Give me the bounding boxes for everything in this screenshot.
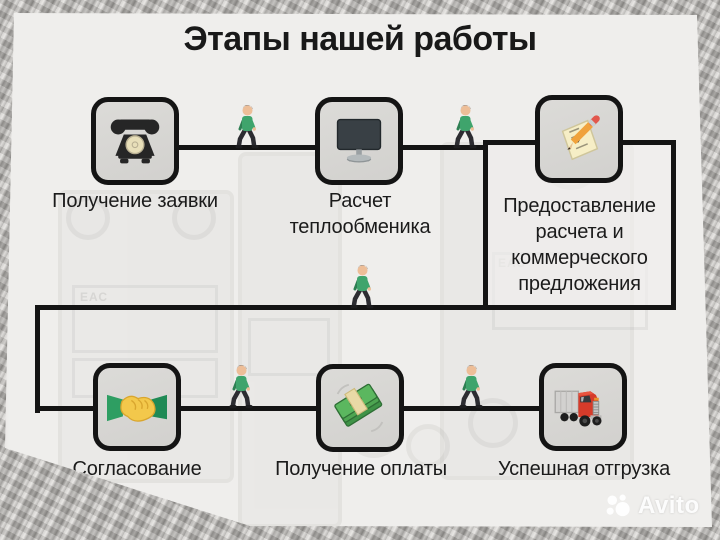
- background-photo-port: [172, 196, 216, 240]
- background-photo-marking: ЕАС: [80, 290, 109, 304]
- connector-line: [400, 406, 544, 411]
- stage-1-box: [91, 97, 179, 185]
- stage-4-box: [93, 363, 181, 451]
- avito-watermark: Avito: [604, 492, 700, 520]
- connector-line: [35, 406, 98, 411]
- background-photo-port: [66, 196, 110, 240]
- walking-person-icon: [233, 103, 261, 149]
- stage-6-label: Успешная отгрузка: [497, 458, 671, 480]
- stage-5-box: [316, 364, 404, 452]
- background-photo-sticker: [248, 318, 330, 376]
- avito-watermark-text: Avito: [638, 492, 700, 519]
- stage-3-label: Предоставление расчета и коммерческого п…: [503, 195, 656, 295]
- note-pencil-icon: [561, 115, 600, 161]
- money-icon: [334, 383, 384, 433]
- stage-5-label: Получение оплаты: [275, 458, 447, 480]
- connector-line: [400, 145, 488, 150]
- connector-line: [35, 305, 40, 413]
- stage-2-box: [315, 97, 403, 185]
- stage-4-label: Согласование: [72, 458, 202, 480]
- stage-6-box: [539, 363, 627, 451]
- stage-3-box: [535, 95, 623, 183]
- walking-person-icon: [348, 263, 376, 309]
- stage-2-label: Расчет теплообменика: [289, 190, 431, 238]
- walking-person-icon: [451, 103, 479, 149]
- connector-line: [35, 305, 490, 310]
- phone-icon: [110, 119, 160, 164]
- connector-line: [175, 145, 320, 150]
- walking-person-icon: [227, 363, 255, 409]
- background-photo-port: [406, 424, 450, 468]
- connector-line: [176, 406, 321, 411]
- truck-icon: [554, 390, 602, 427]
- handshake-icon: [107, 394, 167, 422]
- avito-logo-icon: [606, 494, 630, 516]
- walking-person-icon: [457, 363, 485, 409]
- page-title: Этапы нашей работы: [183, 20, 537, 58]
- background-photo-sticker: [72, 285, 218, 353]
- background-photo-unit: [238, 152, 342, 527]
- stage-1-label: Получение заявки: [52, 190, 218, 212]
- computer-icon: [336, 118, 382, 163]
